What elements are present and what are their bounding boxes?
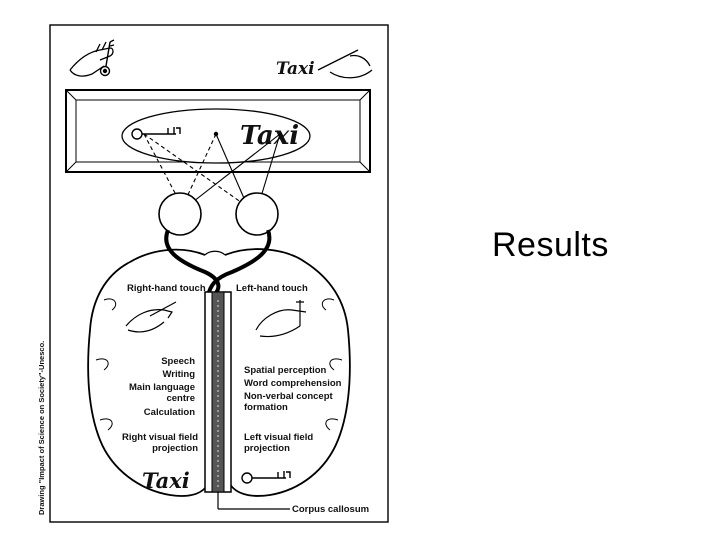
- label-left-visual-2: projection: [244, 443, 290, 454]
- label-writing: Writing: [162, 369, 195, 380]
- left-hemisphere-hand-icon: [125, 301, 177, 333]
- top-right-word: Taxi: [276, 59, 315, 79]
- label-right-visual-1: Right visual field: [122, 432, 198, 443]
- screen-key-icon: [131, 127, 181, 140]
- right-hemisphere-hand-icon: [255, 300, 307, 338]
- label-right-hand-touch: Right-hand touch: [127, 283, 206, 294]
- label-nonverbal-1: Non-verbal concept: [244, 391, 334, 402]
- label-corpus-callosum: Corpus callosum: [292, 504, 369, 515]
- screen-word: Taxi: [240, 121, 299, 151]
- label-right-visual-2: projection: [152, 443, 198, 454]
- writing-hand-icon: [317, 49, 373, 79]
- label-main-language-1: Main language: [129, 382, 195, 393]
- key-icon: [99, 39, 115, 77]
- label-calculation: Calculation: [144, 407, 195, 418]
- corpus-callosum-column: [204, 291, 232, 493]
- figure-credit: Drawing "Impact of Science on Society"-U…: [37, 341, 46, 515]
- label-spatial-perception: Spatial perception: [244, 365, 327, 376]
- hand-word: Taxi: [142, 468, 190, 493]
- screen: [65, 89, 371, 173]
- label-left-hand-touch: Left-hand touch: [236, 283, 308, 294]
- label-speech: Speech: [161, 356, 195, 367]
- hand-icon: [69, 41, 114, 77]
- label-left-visual-1: Left visual field: [244, 432, 313, 443]
- right-eye: [158, 192, 202, 236]
- label-nonverbal-2: formation: [244, 402, 288, 413]
- slide-title: Results: [492, 226, 609, 264]
- bottom-key-icon: [241, 471, 291, 484]
- left-eye: [235, 192, 279, 236]
- label-word-comprehension: Word comprehension: [244, 378, 342, 389]
- optic-nerves: [164, 229, 272, 297]
- brain-drawing: [87, 248, 351, 497]
- label-main-language-2: centre: [166, 393, 195, 404]
